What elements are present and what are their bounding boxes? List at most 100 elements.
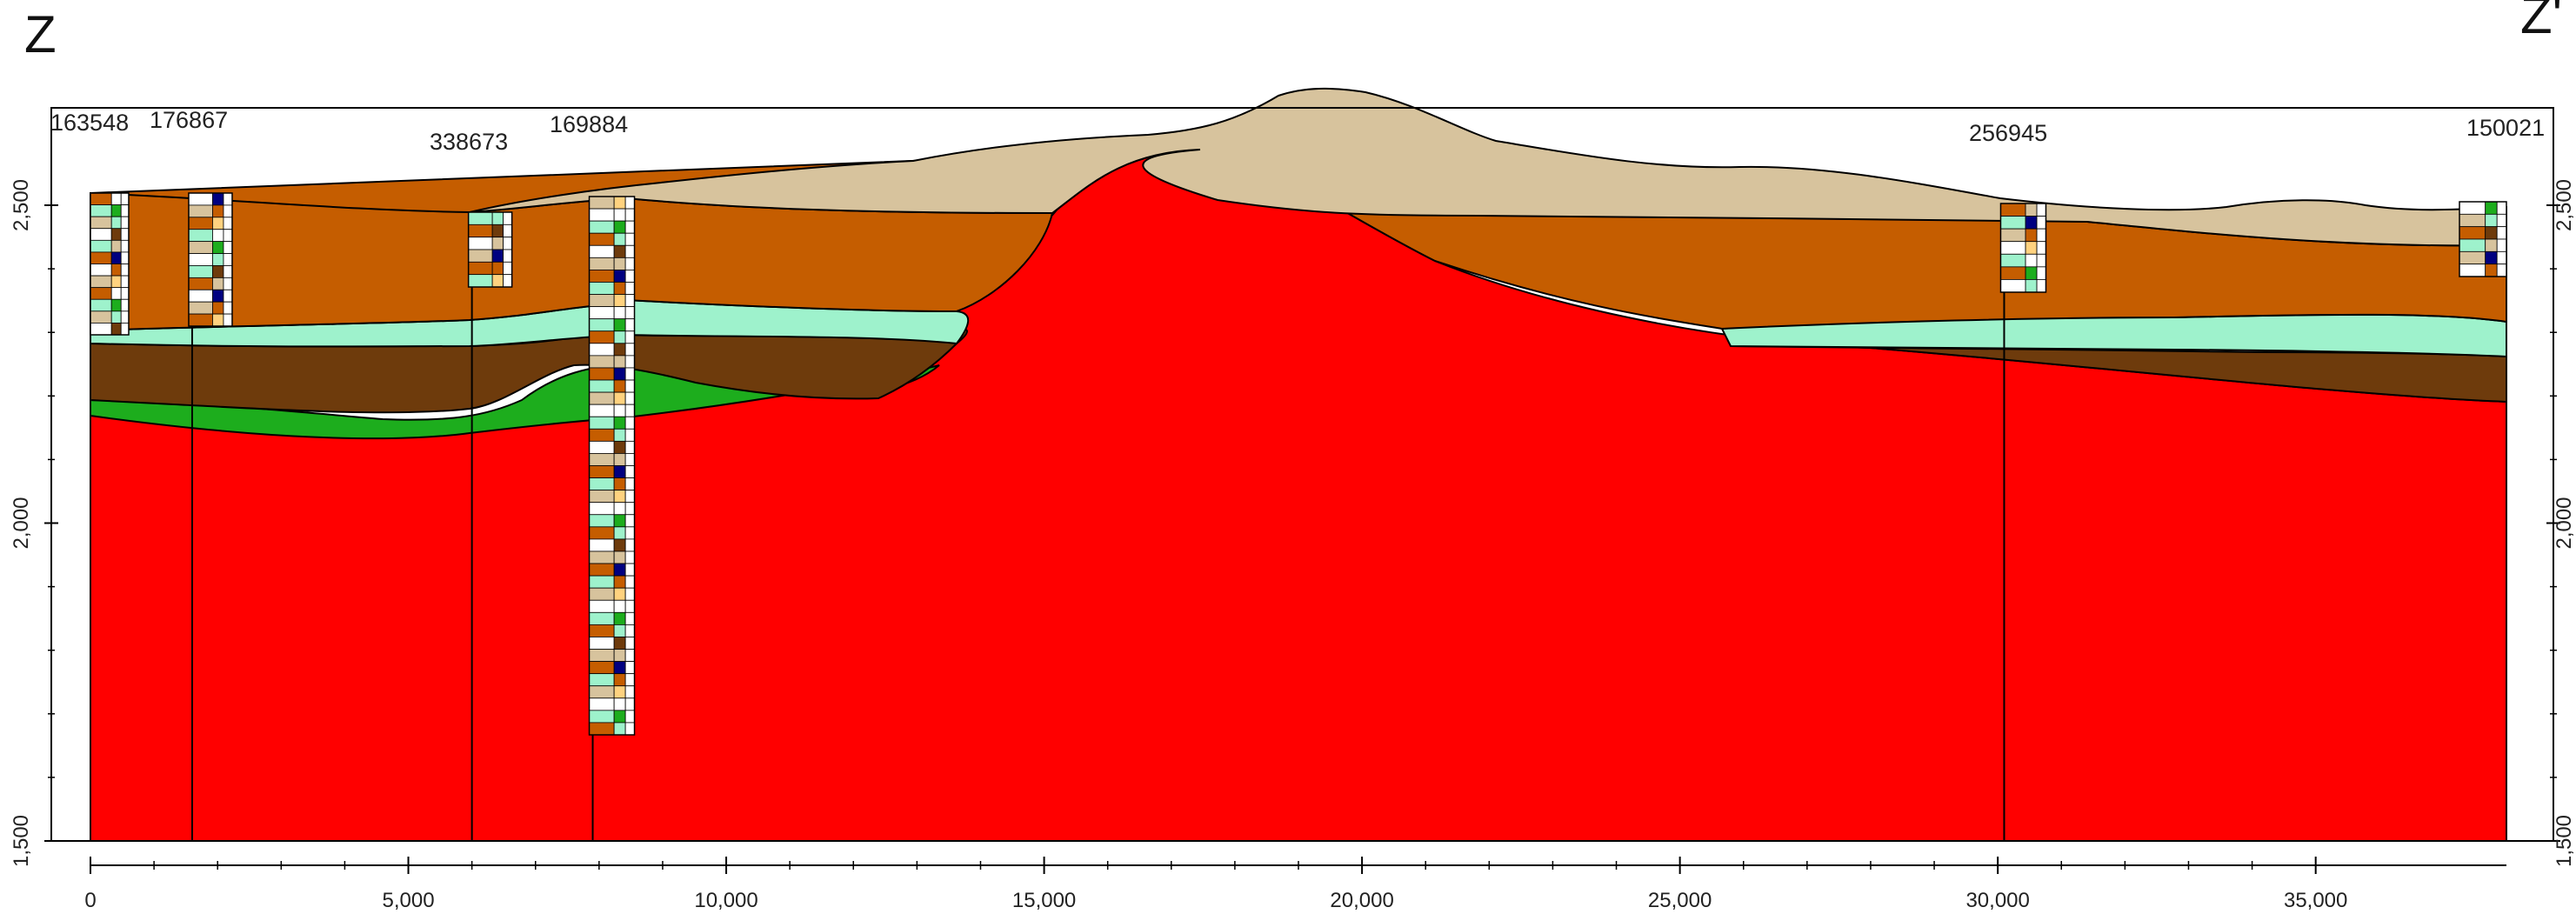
y-tick-label: 2,500 [2553,179,2576,231]
log-interval [2459,238,2486,252]
log-interval [468,249,493,263]
log-interval [2000,203,2026,217]
log-interval [624,428,635,442]
log-interval [468,274,493,288]
log-interval [90,323,112,336]
log-interval [624,318,635,332]
log-interval [624,367,635,381]
log-interval [589,379,615,393]
well-log-column [90,192,130,336]
log-interval [613,599,626,613]
log-interval [613,208,626,222]
well-log-column [588,196,636,736]
log-interval [2459,264,2486,277]
log-interval [589,404,615,417]
log-interval [624,257,635,270]
log-interval [491,237,504,250]
log-interval [503,249,513,263]
log-interval [589,440,615,454]
log-interval [589,563,615,577]
log-interval [624,465,635,478]
log-interval [589,220,615,234]
log-interval [624,550,635,564]
log-interval [613,514,626,528]
log-interval [613,220,626,234]
log-interval [589,477,615,491]
log-interval [2496,250,2507,265]
log-interval [613,477,626,491]
log-interval [110,204,122,217]
log-interval [212,265,224,278]
log-interval [2459,250,2486,265]
log-interval [613,697,626,711]
log-interval [613,367,626,381]
log-interval [120,298,130,312]
log-interval [613,294,626,308]
y-tick-label: 2,500 [10,179,33,231]
log-interval [613,453,626,466]
log-interval [223,265,233,278]
log-interval [624,330,635,344]
log-interval [2485,201,2498,215]
log-interval [110,216,122,230]
log-interval [613,673,626,687]
log-interval [613,318,626,332]
log-interval [212,253,224,266]
log-interval [589,196,615,210]
log-interval [2025,253,2038,268]
log-interval [120,204,130,217]
log-interval [188,241,213,254]
log-interval [589,465,615,478]
log-interval [589,673,615,687]
log-interval [613,587,626,601]
log-interval [624,538,635,552]
log-interval [613,526,626,540]
log-interval [110,298,122,312]
log-interval [212,301,224,315]
log-interval [2485,238,2498,252]
log-interval [90,192,112,205]
log-column-frame [467,211,513,288]
log-interval [110,323,122,336]
log-interval [589,282,615,295]
log-interval [468,261,493,276]
log-interval [2036,253,2046,268]
log-interval [2025,216,2038,230]
log-interval [90,275,112,289]
log-column-frame [588,196,636,736]
log-interval [120,264,130,277]
log-interval [624,673,635,687]
log-interval [188,192,213,206]
log-interval [589,306,615,320]
log-interval [90,298,112,312]
log-interval [589,611,615,625]
log-interval [613,379,626,393]
log-interval [589,649,615,662]
log-interval [2000,216,2026,230]
log-interval [2485,213,2498,228]
well-label: 338673 [430,129,508,155]
log-interval [2036,241,2046,255]
log-interval [491,274,504,288]
well-log-column [1999,203,2047,293]
log-interval [120,239,130,253]
log-interval [110,275,122,289]
log-interval [589,624,615,637]
log-interval [223,253,233,266]
log-interval [188,301,213,315]
log-interval [90,228,112,241]
log-interval [2036,266,2046,280]
log-interval [212,217,224,230]
log-interval [624,196,635,210]
x-tick-label: 10,000 [694,889,757,912]
log-interval [120,228,130,241]
well-label: 150021 [2466,115,2545,141]
log-interval [589,232,615,246]
log-interval [613,538,626,552]
x-tick-label: 30,000 [1965,889,2029,912]
log-interval [589,587,615,601]
log-interval [613,550,626,564]
log-interval [624,282,635,295]
